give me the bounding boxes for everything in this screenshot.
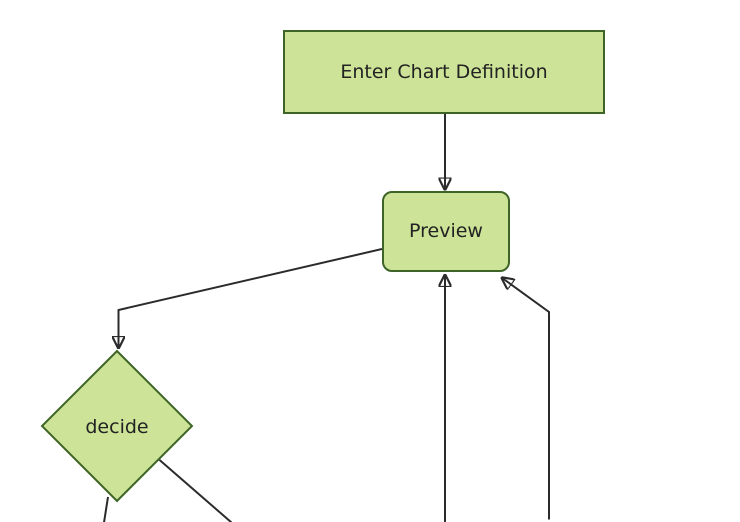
node-preview-label: Preview: [409, 220, 483, 243]
edge-preview-to-decide: [119, 248, 383, 349]
edge-bottom-to-preview-corner: [502, 278, 550, 520]
edge-decide-offscreen-right: [158, 458, 233, 522]
node-enter-chart-definition: Enter Chart Definition: [283, 30, 605, 114]
node-enter-chart-definition-label: Enter Chart Definition: [340, 60, 548, 83]
node-preview: Preview: [382, 191, 510, 272]
edge-decide-offscreen-left: [103, 496, 109, 522]
node-decide-label: decide: [85, 416, 149, 438]
node-decide: decide: [42, 413, 192, 441]
